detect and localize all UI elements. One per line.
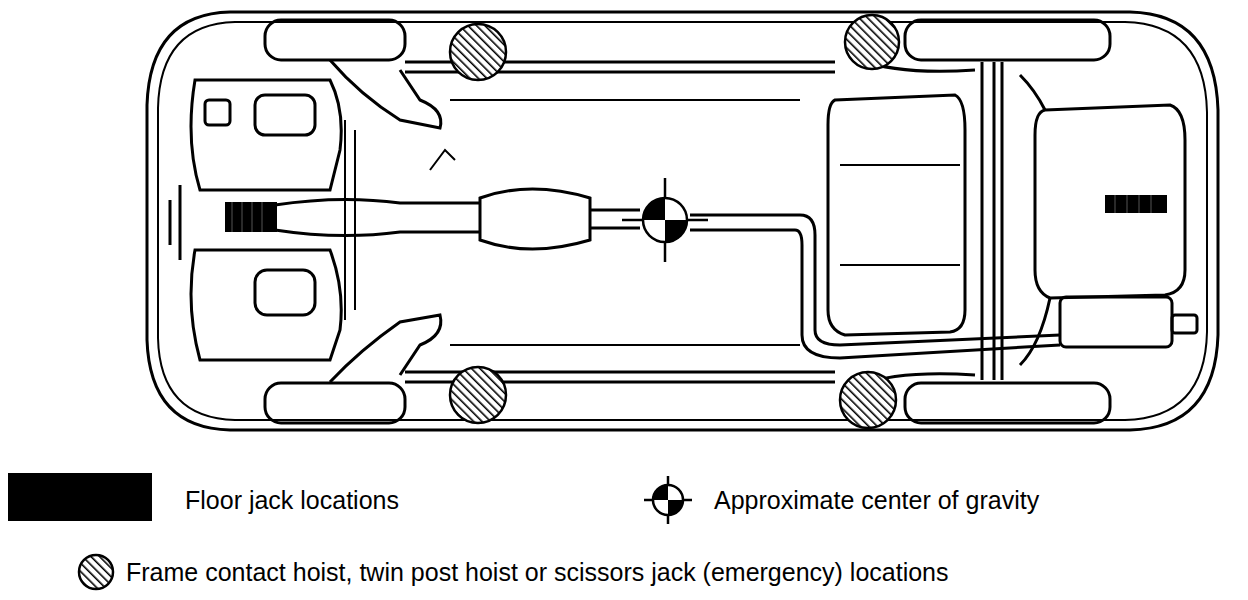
floor-jack-point xyxy=(225,195,1167,232)
car-body xyxy=(147,12,1218,430)
legend-hoist-symbol xyxy=(79,555,113,589)
legend-text: Approximate center of gravity xyxy=(712,485,1041,515)
legend-cog-symbol xyxy=(644,476,692,524)
legend-swatch xyxy=(8,473,152,521)
legend-text: Floor jack locations xyxy=(183,485,401,515)
legend-text: Frame contact hoist, twin post hoist or … xyxy=(124,557,951,587)
center-of-gravity-symbol xyxy=(622,178,708,262)
hoist-point xyxy=(450,15,899,428)
